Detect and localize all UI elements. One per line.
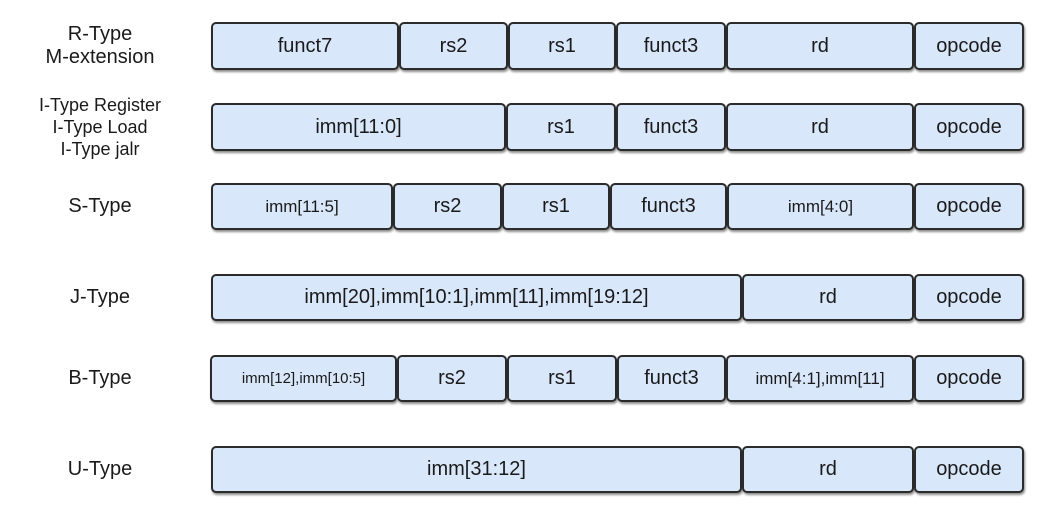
field-imm-11-0: imm[11:0] [211, 103, 506, 151]
format-label-line: U-Type [67, 458, 133, 480]
format-row-u-type: U-Type imm[31:12] rd opcode [0, 446, 1040, 493]
field-opcode: opcode [914, 103, 1024, 151]
format-label: U-Type [0, 446, 200, 493]
format-label: J-Type [0, 274, 200, 321]
format-label-line: R-Type [67, 23, 133, 45]
format-row-r-type: R-Type M-extension funct7 rs2 rs1 funct3… [0, 22, 1040, 70]
format-label: I-Type Register I-Type Load I-Type jalr [0, 93, 200, 161]
format-label-line: S-Type [68, 195, 132, 217]
field-imm-4-0: imm[4:0] [727, 183, 914, 230]
format-row-i-type: I-Type Register I-Type Load I-Type jalr … [0, 95, 1040, 159]
format-label-line: I-Type jalr [60, 139, 140, 159]
format-label: B-Type [0, 355, 200, 402]
field-rs1: rs1 [508, 22, 616, 70]
format-label-line: J-Type [69, 286, 131, 308]
field-rd: rd [726, 22, 914, 70]
field-opcode: opcode [914, 22, 1024, 70]
field-rs1: rs1 [506, 103, 616, 151]
field-rd: rd [726, 103, 914, 151]
format-label-line: M-extension [45, 46, 155, 68]
format-label-line: I-Type Load [52, 117, 148, 137]
field-rs2: rs2 [393, 183, 502, 230]
field-rs1: rs1 [507, 355, 617, 402]
format-row-b-type: B-Type imm[12],imm[10:5] rs2 rs1 funct3 … [0, 355, 1040, 402]
field-imm-12-10-5: imm[12],imm[10:5] [210, 355, 397, 402]
field-opcode: opcode [914, 446, 1024, 493]
field-rd: rd [742, 274, 914, 321]
field-funct3: funct3 [616, 103, 726, 151]
format-label-line: B-Type [68, 367, 132, 389]
format-label-line: I-Type Register [38, 95, 162, 115]
field-imm-4-1-11: imm[4:1],imm[11] [726, 355, 914, 402]
field-funct7: funct7 [211, 22, 399, 70]
format-label: R-Type M-extension [0, 22, 200, 70]
field-rs2: rs2 [399, 22, 508, 70]
field-imm-11-5: imm[11:5] [211, 183, 393, 230]
field-opcode: opcode [914, 183, 1024, 230]
field-funct3: funct3 [616, 22, 726, 70]
field-rd: rd [742, 446, 914, 493]
field-opcode: opcode [914, 355, 1024, 402]
field-funct3: funct3 [610, 183, 727, 230]
format-row-s-type: S-Type imm[11:5] rs2 rs1 funct3 imm[4:0]… [0, 183, 1040, 230]
format-row-j-type: J-Type imm[20],imm[10:1],imm[11],imm[19:… [0, 274, 1040, 321]
field-opcode: opcode [914, 274, 1024, 321]
field-rs1: rs1 [502, 183, 610, 230]
field-imm-20-10-1-11-19-12: imm[20],imm[10:1],imm[11],imm[19:12] [211, 274, 742, 321]
field-rs2: rs2 [397, 355, 507, 402]
field-funct3: funct3 [617, 355, 726, 402]
field-imm-31-12: imm[31:12] [211, 446, 742, 493]
format-label: S-Type [0, 183, 200, 230]
